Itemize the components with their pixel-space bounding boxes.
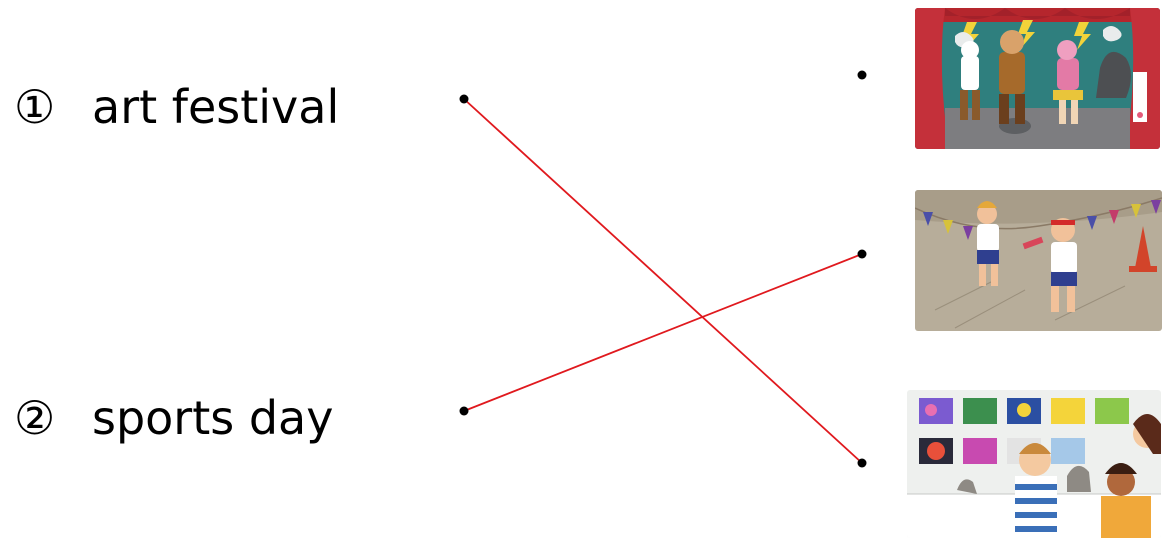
left-dot-2[interactable] bbox=[459, 406, 469, 416]
item-number: ② bbox=[14, 391, 56, 445]
relay-race-illustration bbox=[915, 190, 1162, 331]
right-dot-1[interactable] bbox=[857, 70, 867, 80]
connection-sports-day[interactable] bbox=[463, 253, 863, 412]
item-label: sports day bbox=[92, 391, 334, 445]
stage-play-illustration bbox=[915, 8, 1160, 149]
item-number: ① bbox=[14, 80, 56, 134]
art-exhibition-illustration bbox=[907, 390, 1161, 538]
right-dot-2[interactable] bbox=[857, 249, 867, 259]
connection-art-festival[interactable] bbox=[463, 98, 863, 464]
item-label: art festival bbox=[92, 80, 340, 134]
left-dot-1[interactable] bbox=[459, 94, 469, 104]
right-dot-3[interactable] bbox=[857, 458, 867, 468]
